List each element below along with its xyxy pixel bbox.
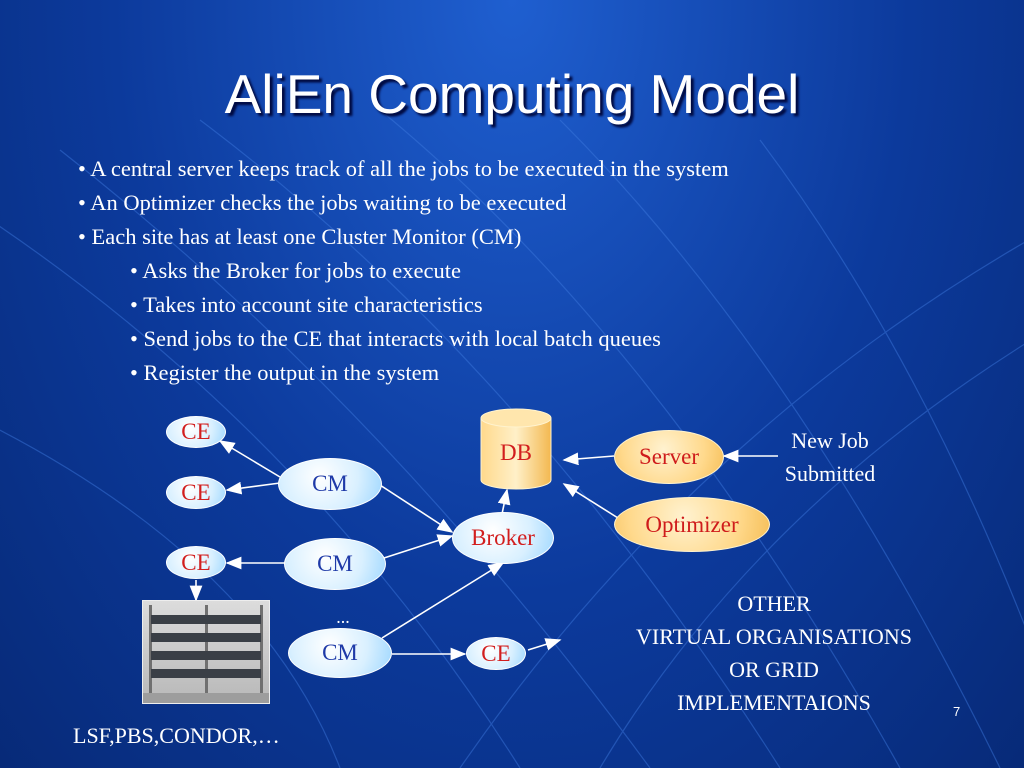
arrow-ce4-to-other <box>527 638 562 651</box>
db-label: DB <box>500 440 532 465</box>
ce-node-2: CE <box>166 476 226 509</box>
bullet-list: • A central server keeps track of all th… <box>78 152 729 390</box>
arrow-cm3-to-broker <box>381 562 505 639</box>
cm-ellipsis: ... <box>336 607 350 627</box>
other-line-4: IMPLEMENTAIONS <box>677 690 871 715</box>
broker-node: Broker <box>452 512 554 564</box>
ce-node-4: CE <box>466 637 526 670</box>
cm-node-1: CM <box>278 458 382 510</box>
subbullet-asks-broker: • Asks the Broker for jobs to execute <box>130 258 461 283</box>
arrow-cm1-to-broker <box>379 484 454 533</box>
arrow-broker-to-db <box>497 488 511 515</box>
other-line-1: OTHER <box>737 591 811 616</box>
server-node: Server <box>614 430 724 484</box>
arrow-optimizer-to-db <box>562 483 619 519</box>
optimizer-node: Optimizer <box>614 497 770 552</box>
bullet-cluster-monitor: • Each site has at least one Cluster Mon… <box>78 224 522 249</box>
other-organisations-label: OTHER VIRTUAL ORGANISATIONS OR GRID IMPL… <box>584 587 964 719</box>
db-cylinder-icon <box>480 408 552 490</box>
batch-systems-label: LSF,PBS,CONDOR,… <box>73 723 280 748</box>
other-line-3: OR GRID <box>729 657 819 682</box>
new-job-line-2: Submitted <box>784 461 876 486</box>
page-number: 7 <box>953 704 961 719</box>
bullet-central-server: • A central server keeps track of all th… <box>78 156 729 181</box>
subbullet-register-output: • Register the output in the system <box>130 360 440 385</box>
ce-node-1: CE <box>166 416 226 448</box>
arrow-cm1-to-ce2 <box>225 481 281 495</box>
arrow-cm1-to-ce1 <box>218 440 281 478</box>
arrow-cm2-to-broker <box>383 534 454 559</box>
other-line-2: VIRTUAL ORGANISATIONS <box>636 624 912 649</box>
subbullet-site-characteristics: • Takes into account site characteristic… <box>130 292 483 317</box>
new-job-line-1: New Job <box>791 428 869 453</box>
cm-node-3: CM <box>288 628 392 678</box>
new-job-label: New Job Submitted <box>760 424 900 490</box>
bullet-optimizer: • An Optimizer checks the jobs waiting t… <box>78 190 567 215</box>
cm-node-2: CM <box>284 538 386 590</box>
ce-node-3: CE <box>166 546 226 579</box>
arrow-server-to-db <box>562 452 615 466</box>
slide-title: AliEn Computing Model <box>224 63 800 125</box>
cluster-rack-image <box>142 600 270 704</box>
subbullet-send-jobs: • Send jobs to the CE that interacts wit… <box>130 326 661 351</box>
